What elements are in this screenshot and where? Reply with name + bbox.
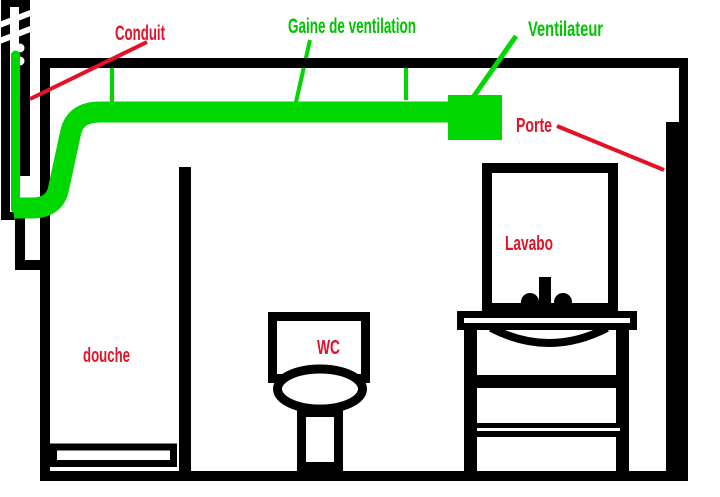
sink-vanity (457, 163, 637, 473)
chimney-lower-wall (15, 218, 25, 270)
toilet-bowl (273, 364, 367, 414)
faucet-knob-left (521, 293, 539, 311)
left-wall (40, 58, 50, 480)
door-pointer-line (556, 124, 665, 172)
room-outline (40, 58, 688, 481)
shower-tray (50, 443, 177, 467)
conduit-label: Conduit (115, 22, 165, 45)
ventilateur-label: Ventilateur (528, 18, 603, 41)
chimney-shaft (0, 0, 48, 270)
shower (50, 443, 177, 467)
chimney-niche-bottom (15, 260, 48, 270)
ventilation-duct (14, 101, 456, 219)
red-pointers (29, 40, 665, 172)
lavabo-label: Lavabo (505, 233, 553, 255)
conduit-pointer-line (29, 40, 148, 101)
ventilation-system (11, 34, 519, 219)
chimney-inner-wall (19, 0, 30, 176)
floor (40, 471, 688, 481)
vanity-shelf-bottom-line (477, 428, 620, 431)
duct-pointer-ticks (110, 39, 408, 103)
douche-label: douche (83, 345, 130, 367)
chimney-step (1, 212, 18, 220)
vanity-leg-left (464, 328, 477, 473)
toilet (268, 312, 370, 471)
wc-label: WC (317, 337, 340, 359)
sink-countertop (457, 311, 637, 330)
vanity-shelf-top (464, 375, 629, 388)
toilet-pedestal (297, 408, 343, 471)
chimney-outer-wall (1, 0, 10, 220)
door-panel (666, 122, 684, 477)
chimney-top-cap (1, 0, 30, 7)
duct-pointer-line-middle (294, 39, 312, 103)
annotation-labels: Conduit Gaine de ventilation Ventilateur… (83, 15, 603, 367)
vanity-leg-right (616, 328, 629, 473)
faucet-spout (539, 277, 551, 313)
chimney-break-notch (15, 43, 25, 53)
porte-label: Porte (516, 115, 552, 137)
chimney-break-mark (0, 25, 35, 45)
gaine-de-ventilation-label: Gaine de ventilation (288, 15, 416, 38)
sink-basin (489, 324, 609, 347)
ventilator-pointer-line (471, 34, 519, 98)
ventilator-unit (448, 95, 502, 140)
ceiling-wall (40, 58, 688, 68)
faucet-knob-right (554, 293, 572, 311)
chimney-break-mark (0, 9, 35, 29)
shower-partition (179, 167, 191, 471)
